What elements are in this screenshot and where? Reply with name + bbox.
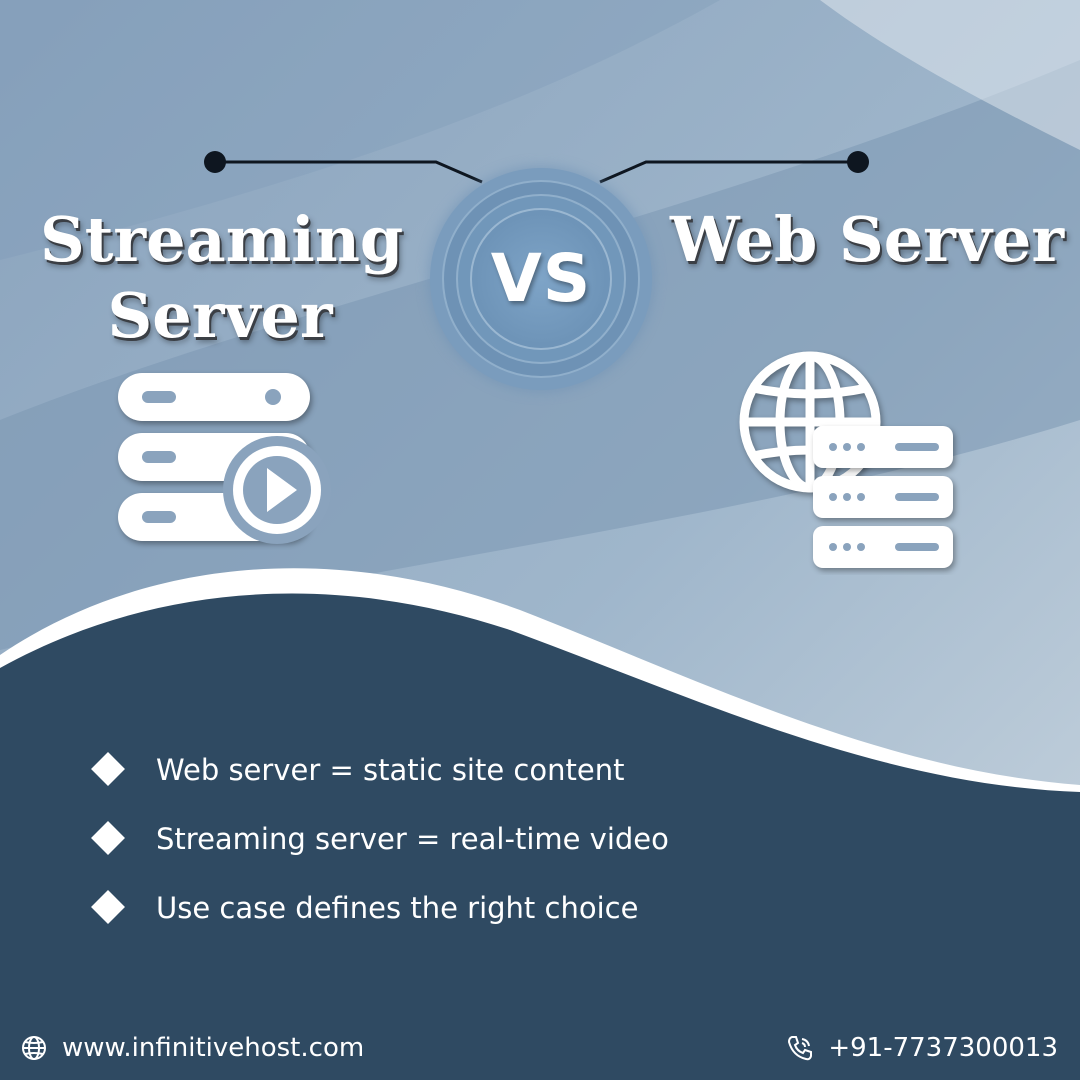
point-text: Web server = static site content <box>156 752 625 787</box>
diamond-bullet-icon <box>91 751 125 786</box>
point-text: Use case defines the right choice <box>156 890 639 925</box>
website-text: www.infinitivehost.com <box>62 1033 365 1063</box>
diamond-bullet-icon <box>91 820 125 855</box>
web-server-icon <box>735 350 965 575</box>
web-server-title: Web Server <box>670 203 1064 276</box>
vs-badge: VS <box>428 166 654 392</box>
streaming-server-title: Streaming Server <box>40 203 404 352</box>
globe-icon <box>20 1034 48 1062</box>
list-item: Streaming server = real-time video <box>90 804 990 873</box>
list-item: Use case defines the right choice <box>90 873 990 942</box>
phone-link[interactable]: +91-7737300013 <box>786 1028 1058 1068</box>
website-link[interactable]: www.infinitivehost.com <box>20 1028 364 1068</box>
vs-label: VS <box>490 240 592 317</box>
comparison-points: Web server = static site content Streami… <box>90 735 990 942</box>
phone-icon <box>786 1034 814 1062</box>
streaming-server-icon <box>110 365 335 550</box>
phone-text: +91-7737300013 <box>828 1033 1058 1063</box>
point-text: Streaming server = real-time video <box>156 821 669 856</box>
diamond-bullet-icon <box>91 889 125 924</box>
vs-rings <box>428 166 654 392</box>
list-item: Web server = static site content <box>90 735 990 804</box>
